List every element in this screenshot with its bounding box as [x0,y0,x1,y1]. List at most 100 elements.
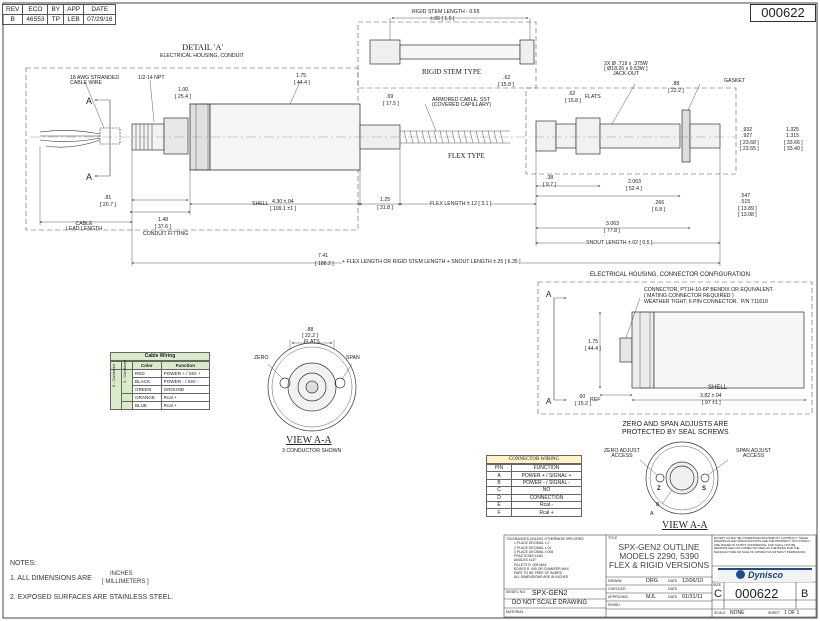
armored-cable-label: ARMORED CABLE, SST (COVERED CAPILLARY) [432,97,491,109]
view-left-zero: ZERO [254,355,269,361]
tol-line: ALL DIMENSIONS ARE IN INCHES [514,575,569,580]
by-value: TP [47,14,65,25]
dwg-number: 000622 [735,586,779,601]
rigid-stem-tol: ±.06 [ 1.5 ] [430,16,455,22]
cn-pin-header: PIN [486,463,512,473]
view-left-subtitle: 3 CONDUCTOR SHOWN [282,448,342,454]
d38: .38 [546,175,554,181]
d927: .927 [742,133,753,139]
sheet-label: SHEET [768,611,780,615]
note-1-inches: INCHES [110,571,133,577]
d3063-mm: [ 77.8 ] [604,228,620,234]
model-label: MODEL NO. [506,590,527,594]
checked-label: CHECKED [608,587,626,591]
tol-line: FRACTIONS ±1/64 [514,554,543,558]
gasket-label: GASKET [724,78,746,84]
material-label: MATERIAL [506,610,524,614]
connector-housing [619,311,805,389]
d547-mm: [ 13.89 ] [738,206,757,212]
dim-81-mm: [ 20.7 ] [100,202,116,208]
scale-value: NONE [730,610,745,616]
cw-function-header: Function [160,361,211,370]
d1325-mm: [ 33.66 ] [784,140,803,146]
conn-section-a-top: A [546,290,552,299]
view-left-flats-dim: .88 [306,327,314,333]
view-left-flats-mm: [ 22.2 ] [302,333,318,339]
cn-fn-f: Rcal + [511,508,582,517]
dim-148-mm: [ 37.6 ] [155,224,171,230]
cw-group-3: 3 - Conductor [121,359,133,394]
conn-section-a-bottom: A [546,397,552,406]
tol-header: TOLERANCES UNLESS OTHERWISE SPECIFIED [506,537,584,541]
shell-430-mm: [ 109.1 ±1 ] [270,206,296,212]
dia-69: .69 [386,94,394,100]
conn-dia-175: 1.75 [588,339,599,345]
tol-line: 2 PLACE DECIMAL ±.01 [514,545,552,550]
note-1-mm: [ MILLIMETERS ] [102,579,149,585]
cw-group-6-label: 6 - Conductor [112,363,116,387]
view-aa-left-drawing [267,340,357,432]
cw-color-header: Color [132,361,162,370]
cn-fn-c: NO [511,486,582,495]
model-value: SPX-GEN2 [532,590,568,597]
cn-pin-b: B [486,478,512,488]
tol-line: PART TO BE FREE OF BURRS [514,571,563,575]
section-a-bottom: A [86,172,93,182]
cable-wiring-table: Cable Wiring Color Function 6 - Conducto… [110,352,211,410]
conn-dim-60: .60 [578,394,586,400]
detail-a-title: DETAIL 'A' [182,42,224,52]
rev-value: B [1,14,24,25]
d515: .515 [740,199,751,205]
snout-length: SNOUT LENGTH ±.02 [ 0.5 ] [586,240,653,247]
cw-row1-function: POWER + / SIG + [160,369,211,378]
conduit-fitting-label: CONDUIT FITTING [143,231,189,237]
conduit-fitting [131,117,189,155]
cn-pin-d: D [486,493,512,502]
cable-lead-label: CABLE LEAD LENGTH [66,221,103,233]
tol-line: 1 PLACE DECIMAL ±.2 [514,541,550,546]
approved-date-label: DATE [668,595,678,599]
by-header: BY [47,4,65,15]
title-line-2: MODELS 2290, 5390 [619,551,699,562]
app-value: LEB [63,14,85,25]
drawn-date-label: DATE [668,579,678,583]
view-right-span: SPAN ADJUST ACCESS [736,448,772,460]
rigid-stem [369,39,535,65]
snout-dia-62-mm: [ 15.8 ] [565,98,581,104]
d547: .547 [740,193,751,199]
drawing-title: SPX-GEN2 OUTLINE MODELS 2290, 5390 FLEX … [608,542,710,571]
scale-label: SCALE [714,611,726,615]
connector-description: CONNECTOR, PT1H-10-6P BENDIX OR EQUIVALE… [644,287,774,306]
conn-ref: REF [590,397,601,403]
dia-100-mm: [ 25.4 ] [175,94,191,100]
flex-length: FLEX LENGTH ±.12 [ 3.1 ] [430,201,492,208]
tol-line: FILLETS R .005 MAX [514,562,547,567]
cn-function-header: FUNCTION [511,463,582,473]
size-label: SIZE [713,583,721,587]
drawn-date: 12/06/10 [682,578,703,584]
checked-date-label: DATE [668,587,678,591]
dim-81: .81 [104,195,112,201]
title-line-3: FLEX & RIGID VERSIONS [608,560,710,571]
drawn-value: DRG [646,578,658,584]
notes-title: NOTES: [10,560,37,567]
d932-mm: [ 23.68 ] [740,140,759,146]
title-label-area: TITLE [608,536,618,540]
approved-label: APPROVED [608,595,628,599]
approved-date: 01/31/11 [682,594,703,600]
title-line-1: SPX-GEN2 OUTLINE [618,542,700,552]
cw-row4-function: Rcal + [160,393,211,402]
eco-value: 46553 [22,14,49,25]
tol-line: ANGLES ±1/2° [514,558,537,563]
cw-spacer-5 [121,401,133,410]
snout-dia-62: .62 [568,91,576,97]
cw-group-3-label: 3 - Conductor [123,359,127,383]
tol-line: EDGES R .005 OR CHAMFER MAX [514,566,569,571]
d3063: 3.063 [606,221,619,227]
view-left-title: VIEW A-A [286,435,332,446]
overall-formula: + FLEX LENGTH OR RIGID STEM LENGTH + SNO… [342,259,521,266]
npt-label: 1/2-14 NPT [138,75,165,81]
cw-spacer-4 [121,393,133,402]
cw-row5-color: BLUE [132,401,162,410]
